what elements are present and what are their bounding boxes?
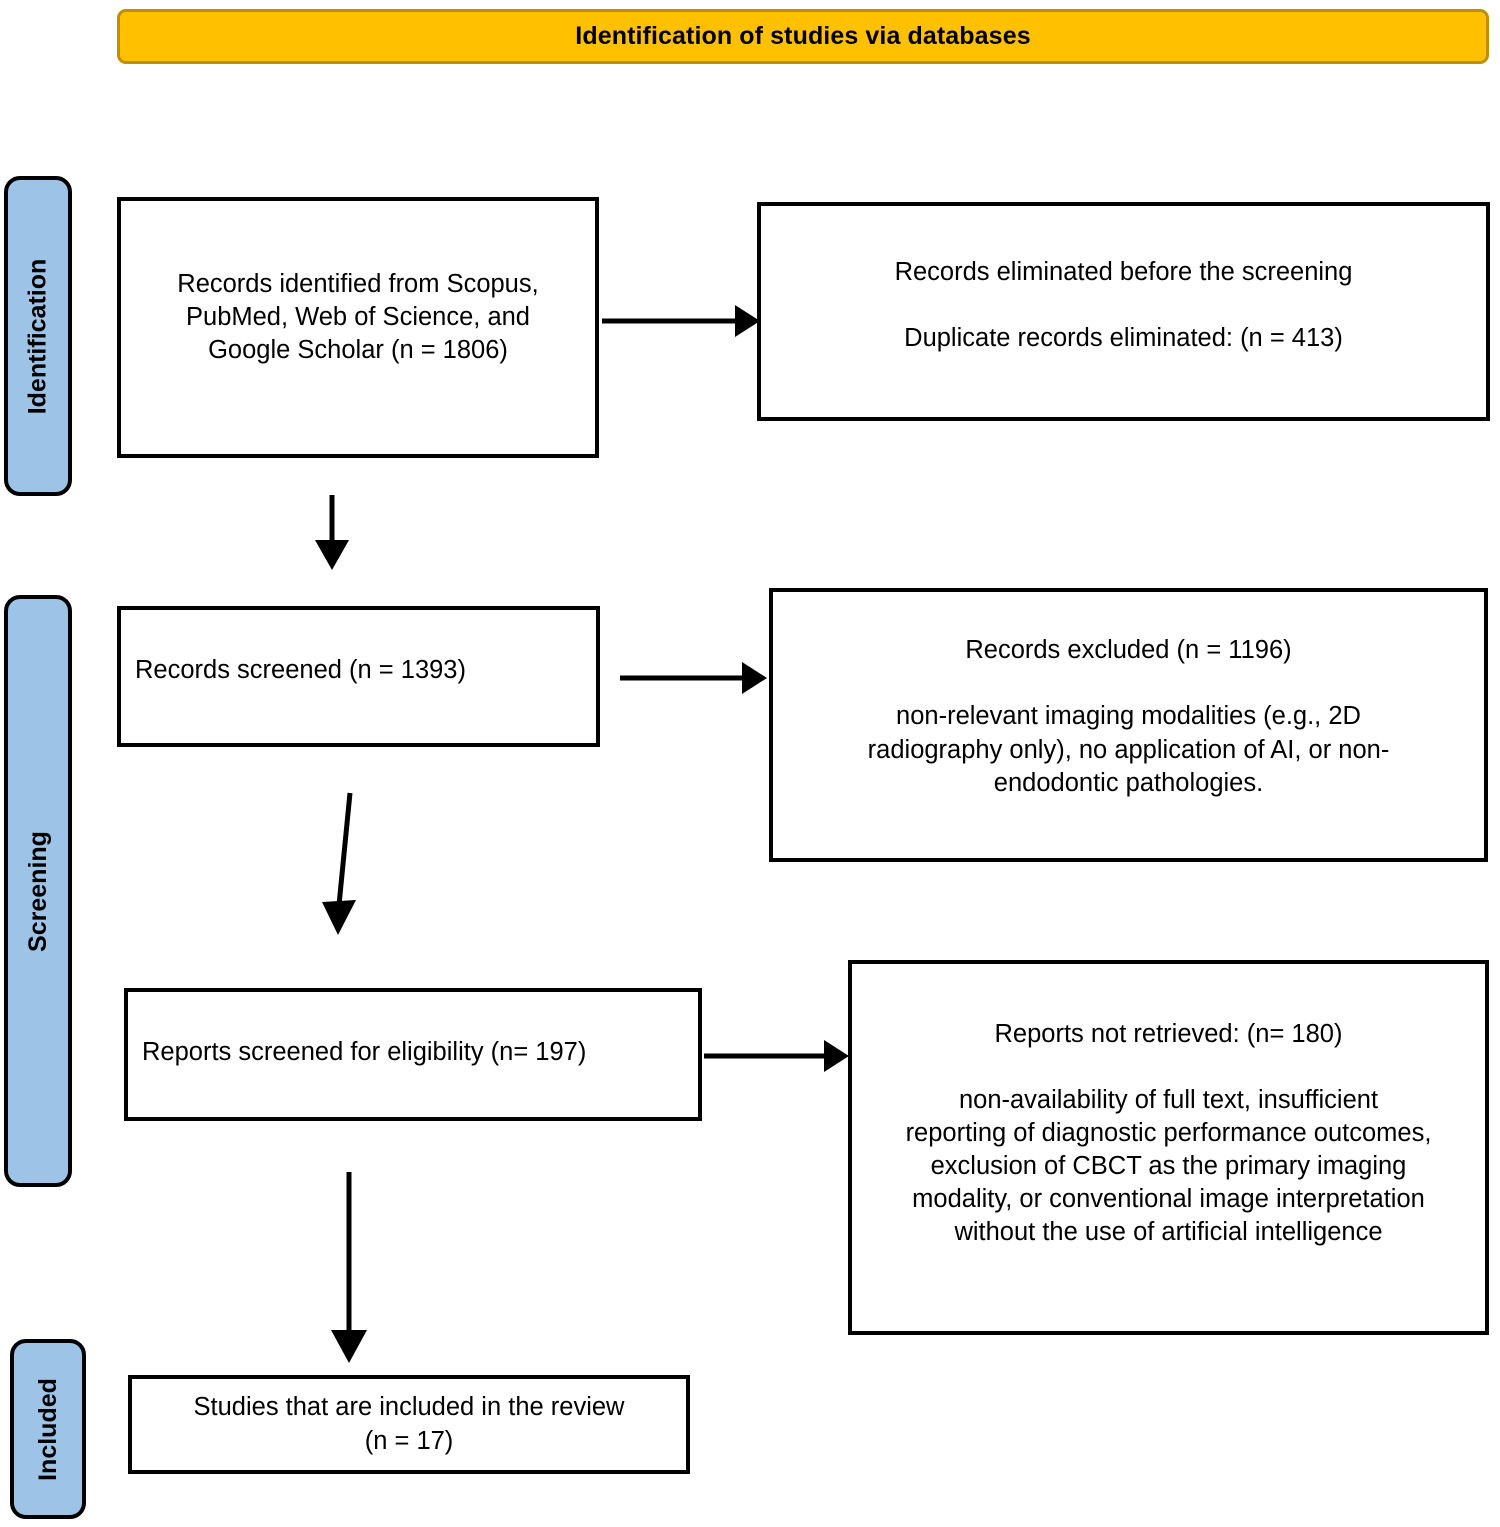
box-reports-not-retrieved-text: Reports not retrieved: (n= 180) non-avai… (905, 1019, 1432, 1247)
phase-label-included: Included (10, 1339, 86, 1519)
diagram-title-banner: Identification of studies via databases (117, 9, 1489, 64)
arrow-screened-to-excluded (620, 662, 767, 694)
box-studies-included-text: Studies that are included in the review … (193, 1393, 625, 1455)
box-reports-not-retrieved: Reports not retrieved: (n= 180) non-avai… (848, 960, 1489, 1335)
box-studies-included: Studies that are included in the review … (128, 1375, 690, 1474)
arrow-identified-to-screened (315, 495, 349, 570)
phase-label-screening-text: Screening (23, 830, 52, 952)
arrow-identified-to-eliminated (602, 305, 760, 337)
box-reports-screened-for-eligibility: Reports screened for eligibility (n= 197… (124, 988, 702, 1121)
phase-label-identification-text: Identification (23, 258, 52, 414)
box-records-eliminated: Records eliminated before the screening … (757, 202, 1490, 421)
arrow-eligibility-to-included (331, 1172, 367, 1363)
box-records-screened: Records screened (n = 1393) (117, 606, 600, 747)
box-records-eliminated-text: Records eliminated before the screening … (894, 257, 1353, 353)
box-records-identified-text: Records identified from Scopus, PubMed, … (177, 269, 539, 365)
box-records-identified: Records identified from Scopus, PubMed, … (117, 197, 599, 458)
box-reports-screened-for-eligibility-text: Reports screened for eligibility (n= 197… (142, 1037, 587, 1066)
box-records-screened-text: Records screened (n = 1393) (135, 655, 466, 684)
box-records-excluded: Records excluded (n = 1196) non-relevant… (769, 588, 1488, 862)
diagram-title: Identification of studies via databases (575, 22, 1031, 50)
phase-label-identification: Identification (4, 176, 72, 496)
arrow-eligibility-to-not-retrieved (704, 1040, 849, 1072)
box-records-excluded-text: Records excluded (n = 1196) non-relevant… (867, 636, 1390, 797)
arrow-screened-to-eligibility (322, 792, 356, 935)
phase-label-screening: Screening (4, 595, 72, 1187)
phase-label-included-text: Included (33, 1377, 62, 1481)
